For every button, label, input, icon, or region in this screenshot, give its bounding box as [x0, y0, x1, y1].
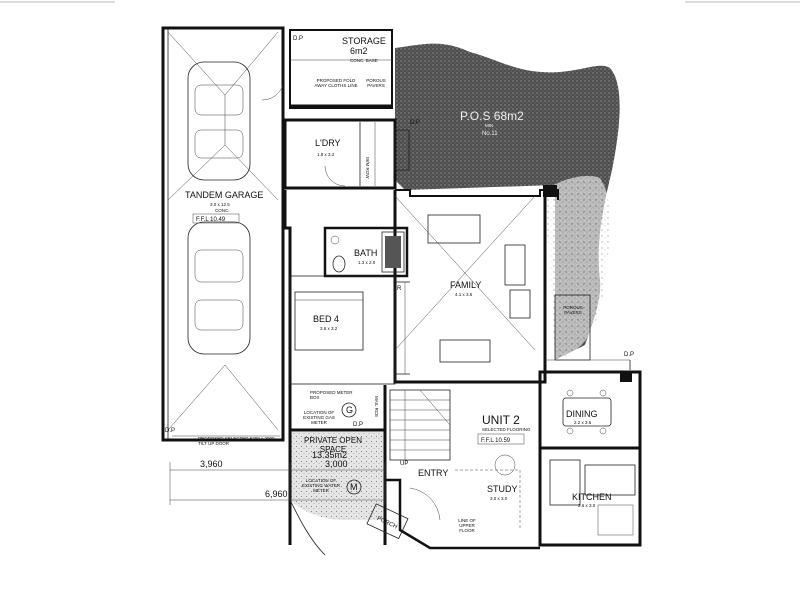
dp-label-3: D.P	[624, 352, 634, 358]
gas-meter-label: LOCATION OF EXISTING GAS METER	[303, 410, 335, 425]
unit-note: SELECTED FLOORING	[482, 427, 531, 432]
car-bottom-icon	[187, 221, 251, 355]
dp-label-4: D.P	[353, 422, 363, 428]
main-house-walls	[283, 190, 547, 545]
storage-room	[289, 29, 393, 109]
water-meter-label: LOCATION OF EXISTING WATER METER	[301, 478, 340, 493]
clothes-line-label: PROPOSED FOLD AWAY CLOTHS LINE	[314, 78, 358, 88]
dimension-1: 3,960	[200, 459, 223, 469]
garden-right	[545, 175, 610, 360]
garage-name: TANDEM GARAGE	[185, 190, 263, 200]
wm-label: W/M ROW	[365, 157, 370, 179]
car-top-icon	[187, 61, 251, 181]
dimension-lines	[169, 462, 386, 505]
kitchen-name: KITCHEN	[572, 492, 612, 502]
storage-note: CONC. BASE	[350, 58, 378, 63]
laundry-room	[283, 118, 397, 190]
bed-4-size: 3.6 x 3.2	[320, 326, 338, 331]
meter-box-label: PROPOSED METER BOX	[310, 390, 353, 400]
laundry-size: 1.8 x 3.2	[317, 152, 335, 157]
family-furniture	[427, 214, 531, 363]
entry-porch-walls	[385, 478, 540, 550]
storage-area: 6m2	[350, 46, 368, 56]
bath-size: 1.3 x 2.0	[358, 260, 376, 265]
staircase	[389, 389, 451, 461]
dining-size: 2.2 x 3.6	[574, 420, 592, 425]
dp-label-2: D.P	[410, 120, 420, 126]
private-open-space-fill	[290, 432, 385, 520]
garage-ffl: F.F.L 10.49	[196, 217, 226, 223]
kitchen-size: 2.6 x 3.0	[578, 503, 596, 508]
dimension-2: 3,000	[325, 459, 348, 469]
up-label: UP	[400, 461, 408, 467]
family-size: 4.1 x 3.6	[455, 292, 473, 297]
dimension-3: 6,960	[265, 489, 288, 499]
unit-name: UNIT 2	[482, 413, 520, 427]
private-open-space-name: PRIVATE OPEN SPACE	[304, 436, 362, 454]
entry-name: ENTRY	[418, 468, 448, 478]
pos-no: No.11	[482, 131, 498, 137]
dining-table-icon	[562, 389, 612, 435]
garage-outline	[161, 26, 285, 442]
bath-name: BATH	[354, 248, 377, 258]
garage-door-label: PROPOSED SELECTED 5200 x 2000 TILT UP DO…	[198, 436, 275, 446]
laundry-name: L'DRY	[315, 138, 341, 148]
study-size: 3.0 x 3.0	[490, 496, 508, 501]
private-open-space-area: 13.35m2	[312, 450, 347, 460]
pos-min: MIN	[485, 123, 493, 128]
porch-label: PORCH	[376, 516, 398, 531]
pos-name: P.O.S 68m2	[460, 109, 524, 123]
r-label: R	[397, 286, 402, 292]
dp-label-1: D.P	[293, 36, 303, 42]
unit-ffl: F.F.L 10.59	[481, 438, 511, 444]
mail-label: MAIL RCE	[374, 396, 379, 417]
gas-meter-symbol: G	[346, 405, 353, 415]
water-meter-symbol: M	[350, 482, 358, 492]
garage-size: 3.0 x 12.5	[210, 202, 230, 207]
storage-name: STORAGE	[342, 36, 386, 46]
bed-4-name: BED 4	[313, 314, 339, 324]
dining-name: DINING	[566, 409, 598, 419]
water-meter-icon	[346, 479, 362, 495]
dp-label-5: D.P	[165, 428, 175, 434]
study-name: STUDY	[487, 484, 518, 494]
bed-4-room	[289, 275, 396, 385]
porous-pavers-top-label: POROUS PAVERS	[366, 78, 386, 88]
porous-pavers-right-label: POROUS PAVERS	[563, 305, 583, 315]
family-name: FAMILY	[450, 280, 481, 290]
garage-note: CONC.	[215, 208, 230, 213]
dining-kitchen-walls	[538, 370, 642, 547]
upper-floor-label: LINE OF UPPER FLOOR	[458, 518, 476, 533]
gas-meter-icon	[341, 402, 357, 418]
